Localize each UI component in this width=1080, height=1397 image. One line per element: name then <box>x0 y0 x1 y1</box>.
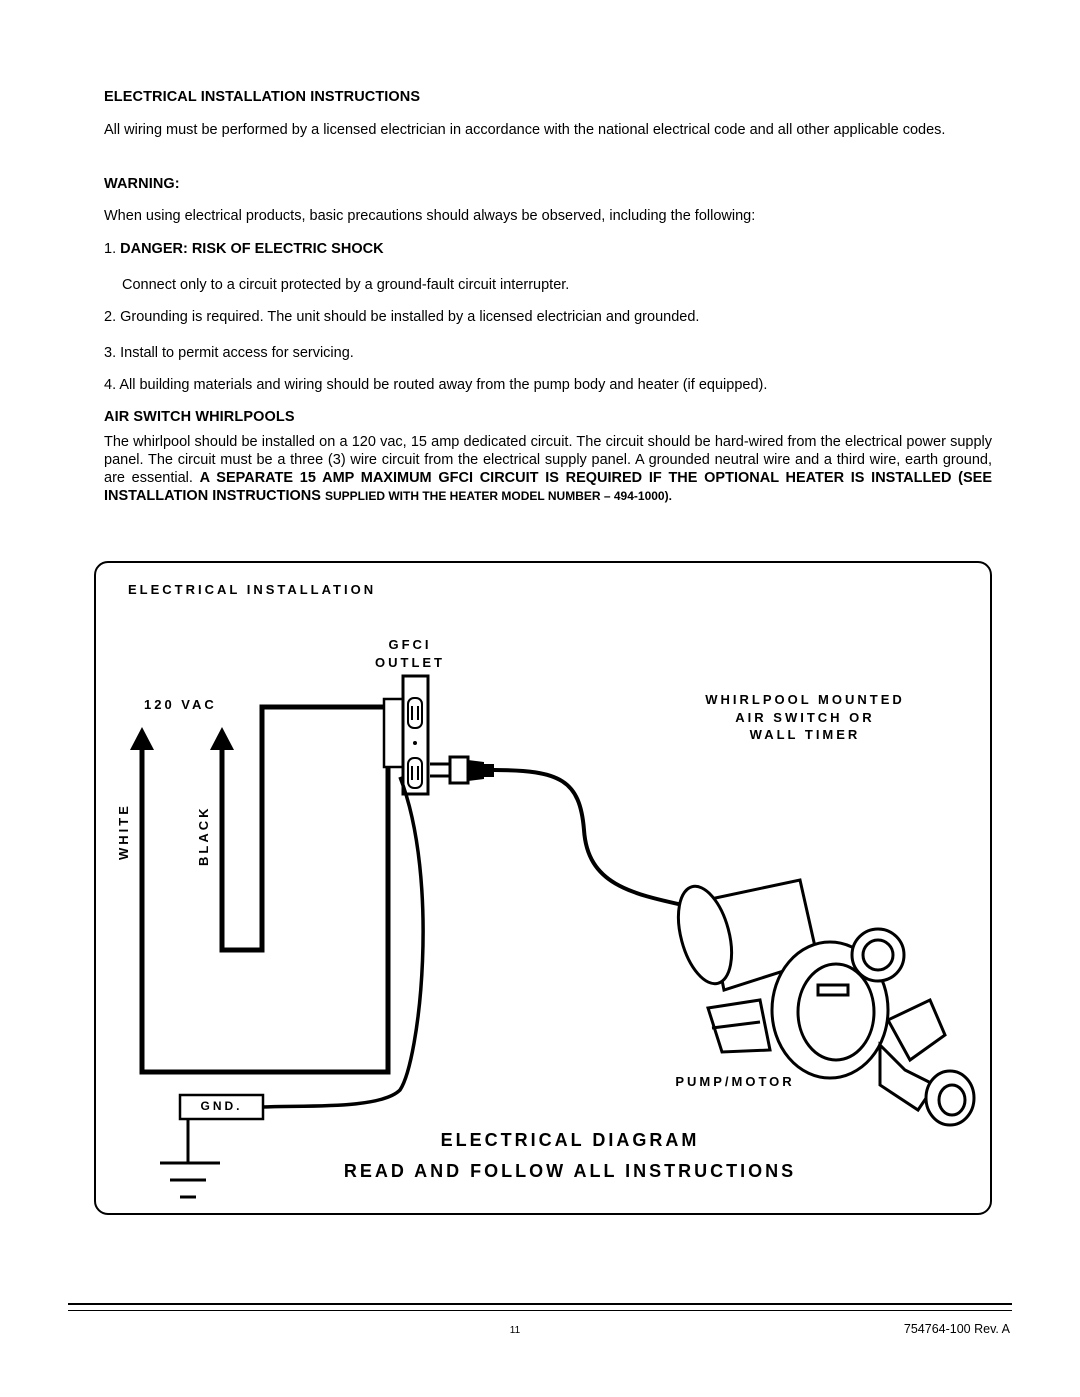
list-item-1-text: Connect only to a circuit protected by a… <box>122 277 570 293</box>
pump-motor-icon <box>676 878 976 1127</box>
diagram-caption-instructions: READ AND FOLLOW ALL INSTRUCTIONS <box>343 1161 797 1181</box>
list-item-4: 4. All building materials and wiring sho… <box>104 377 768 393</box>
whirlpool-label-line1: WHIRLPOOL MOUNTED <box>705 692 905 707</box>
section-heading-electrical: ELECTRICAL INSTALLATION INSTRUCTIONS <box>104 89 421 105</box>
diagram-title: ELECTRICAL INSTALLATION <box>128 582 377 597</box>
air-switch-heading: AIR SWITCH WHIRLPOOLS <box>104 409 295 425</box>
air-switch-text: The whirlpool should be installed on a 1… <box>104 434 992 486</box>
white-wire-label: WHITE <box>116 803 131 860</box>
gnd-label: GND. <box>200 1099 243 1113</box>
gfci-outlet-icon <box>382 674 430 796</box>
voltage-label: 120 VAC <box>144 697 217 712</box>
footer-rule-thick <box>68 1303 1012 1305</box>
ground-wire <box>262 776 425 1109</box>
list-item-1-number: 1. <box>104 241 117 257</box>
gfci-label-line1: GFCI <box>388 637 432 652</box>
list-item-3: 3. Install to permit access for servicin… <box>104 345 354 361</box>
pump-power-cord <box>493 768 706 912</box>
gfci-label-line2: OUTLET <box>375 655 445 670</box>
warning-heading: WARNING: <box>104 176 180 192</box>
air-switch-heater-note: SUPPLIED WITH THE HEATER MODEL NUMBER – … <box>324 489 672 503</box>
danger-title: DANGER: RISK OF ELECTRIC SHOCK <box>120 241 384 257</box>
white-wire <box>139 740 391 1075</box>
list-item-2: 2. Grounding is required. The unit shoul… <box>104 309 700 325</box>
whirlpool-label-line2: AIR SWITCH OR <box>735 710 875 725</box>
footer-rule-thin <box>68 1310 1012 1311</box>
whirlpool-label-line3: WALL TIMER <box>749 727 861 742</box>
ground-symbol-icon <box>160 1119 220 1199</box>
gnd-box <box>178 1093 265 1121</box>
document-number: 754764-100 Rev. A <box>903 1322 1010 1336</box>
power-plug-icon <box>430 755 494 785</box>
air-switch-bold-warning: A SEPARATE 15 AMP MAXIMUM GFCI CIRCUIT I… <box>104 470 992 504</box>
black-wire-label: BLACK <box>196 805 211 867</box>
air-switch-paragraph: The whirlpool should be installed on a 1… <box>104 433 992 505</box>
list-item-1-title: 1. DANGER: RISK OF ELECTRIC SHOCK <box>104 240 384 258</box>
warning-intro: When using electrical products, basic pr… <box>104 208 756 224</box>
black-wire <box>219 704 388 953</box>
white-wire-arrow-icon <box>130 727 154 750</box>
diagram-caption-title: ELECTRICAL DIAGRAM <box>440 1130 700 1150</box>
electrical-diagram-box <box>94 561 992 1215</box>
intro-paragraph: All wiring must be performed by a licens… <box>104 122 946 138</box>
pump-motor-label: PUMP/MOTOR <box>675 1074 795 1089</box>
black-wire-arrow-icon <box>210 727 234 750</box>
page-number: 11 <box>509 1325 521 1336</box>
